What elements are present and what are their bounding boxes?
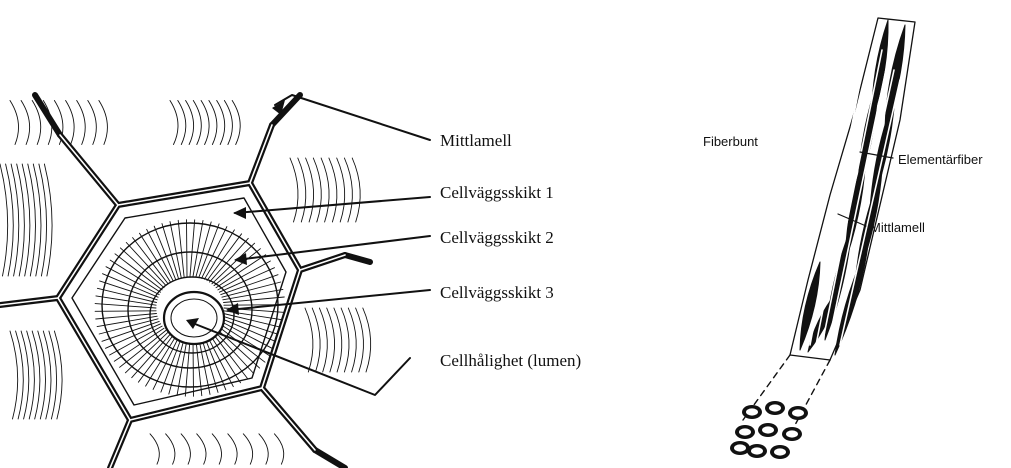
neighbour-hatch: [217, 101, 225, 145]
elementary-fibres: [800, 20, 905, 355]
neighbour-hatch: [77, 101, 86, 145]
neighbour-hatch: [33, 164, 41, 276]
neighbour-hatch: [341, 308, 349, 372]
neighbour-hatch: [6, 164, 14, 276]
label-cellvaggsskikt-3: Cellväggsskikt 3: [440, 283, 554, 302]
neighbour-hatch: [306, 158, 314, 222]
fiber-cell-lumen: [751, 447, 763, 454]
hatch-line: [106, 267, 159, 295]
neighbour-hatch: [352, 158, 360, 222]
label-cellvaggsskikt-2: Cellväggsskikt 2: [440, 228, 554, 247]
fiber-cell-lumen: [734, 444, 746, 451]
hatch-line: [190, 220, 195, 277]
neighbour-hatch: [150, 434, 159, 464]
neighbour-hatch: [166, 434, 175, 464]
neighbour-hatch: [10, 101, 19, 145]
fiber-cross-section: [730, 401, 808, 459]
hatch-line: [115, 254, 162, 290]
neighbour-hatch: [43, 331, 51, 419]
hatch-line: [212, 243, 255, 284]
neighbour-hatch: [274, 434, 283, 464]
label-mittlamell: Mittlamell: [440, 131, 512, 150]
neighbour-hatch: [212, 434, 221, 464]
neighbour-hatch: [10, 331, 18, 419]
neighbour-hatch: [312, 308, 320, 372]
hatch-line: [95, 311, 156, 312]
neighbour-hatch: [27, 331, 35, 419]
neighbour-hatch: [243, 434, 252, 464]
neighbour-hatch: [88, 101, 97, 145]
neighbour-hatch: [313, 158, 321, 222]
fiber-cell-lumen: [786, 430, 798, 437]
label-elementarfiber: Elementärfiber: [898, 152, 983, 167]
neighbour-hatch: [201, 101, 209, 145]
neighbour-hatch: [181, 434, 190, 464]
wood-cell-cross-section: [0, 95, 430, 468]
neighbour-hatch: [49, 331, 57, 419]
neighbour-hatch: [228, 434, 237, 464]
neighbour-hatch: [16, 331, 24, 419]
neighbour-hatch: [290, 158, 298, 222]
fiber-cell-lumen: [774, 448, 786, 455]
neighbour-hatch: [193, 101, 201, 145]
neighbour-hatch: [17, 164, 25, 276]
neighbour-hatch: [224, 101, 232, 145]
neighbour-hatch: [21, 331, 29, 419]
neighbour-hatch: [348, 308, 356, 372]
neighbour-hatch: [99, 101, 108, 145]
fiber-bundle-drawing: [730, 18, 915, 459]
neighbour-hatch: [334, 308, 342, 372]
neighbour-hatch: [356, 308, 364, 372]
fiber-cell-lumen: [746, 408, 758, 415]
neighbour-hatch: [44, 164, 52, 276]
middle-lamella-network: [0, 95, 370, 468]
hatch-line: [218, 261, 271, 290]
hatch-line: [100, 281, 158, 300]
neighbour-hatch: [209, 101, 217, 145]
neighbour-hatch: [11, 164, 19, 276]
fiber-cell-lumen: [762, 426, 774, 433]
label-fiberbunt: Fiberbunt: [703, 134, 758, 149]
neighbour-hatch: [329, 158, 337, 222]
label-mittlamell-fiber: Mittlamell: [870, 220, 925, 235]
neighbour-hatch: [21, 101, 30, 145]
neighbour-hatch: [305, 308, 313, 372]
neighbour-hatch: [363, 308, 371, 372]
hatch-line: [214, 249, 260, 286]
neighbour-hatch: [66, 101, 75, 145]
neighbour-hatch: [54, 331, 62, 419]
label-cellhalighet-lumen: Cellhålighet (lumen): [440, 351, 581, 370]
neighbour-hatch: [337, 158, 345, 222]
neighbour-hatch: [178, 101, 186, 145]
neighbour-hatch: [170, 101, 178, 145]
hatch-line: [199, 224, 219, 278]
neighbour-hatch: [327, 308, 335, 372]
neighbour-hatch: [0, 164, 8, 276]
hatch-line: [95, 304, 156, 308]
neighbour-hatch: [186, 101, 194, 145]
neighbour-hatch: [22, 164, 30, 276]
hatch-line: [120, 248, 164, 288]
fiber-cell-lumen: [739, 428, 751, 435]
neighbour-hatch: [32, 331, 40, 419]
neighbour-hatch: [321, 158, 329, 222]
hatch-line: [140, 233, 171, 282]
neighbour-hatch: [39, 164, 47, 276]
neighbour-hatch: [38, 331, 46, 419]
label-cellvaggsskikt-1: Cellväggsskikt 1: [440, 183, 554, 202]
neighbour-hatch: [344, 158, 352, 222]
neighbour-hatch: [259, 434, 268, 464]
neighbour-hatch: [319, 308, 327, 372]
fiber-cell-lumen: [769, 404, 781, 411]
fiber-cell-lumen: [792, 409, 804, 416]
neighbour-hatch: [232, 101, 240, 145]
neighbour-hatch: [28, 164, 36, 276]
hatch-line: [187, 220, 188, 277]
hatch-line: [126, 243, 166, 286]
neighbour-hatch: [298, 158, 306, 222]
neighbour-hatch: [197, 434, 206, 464]
